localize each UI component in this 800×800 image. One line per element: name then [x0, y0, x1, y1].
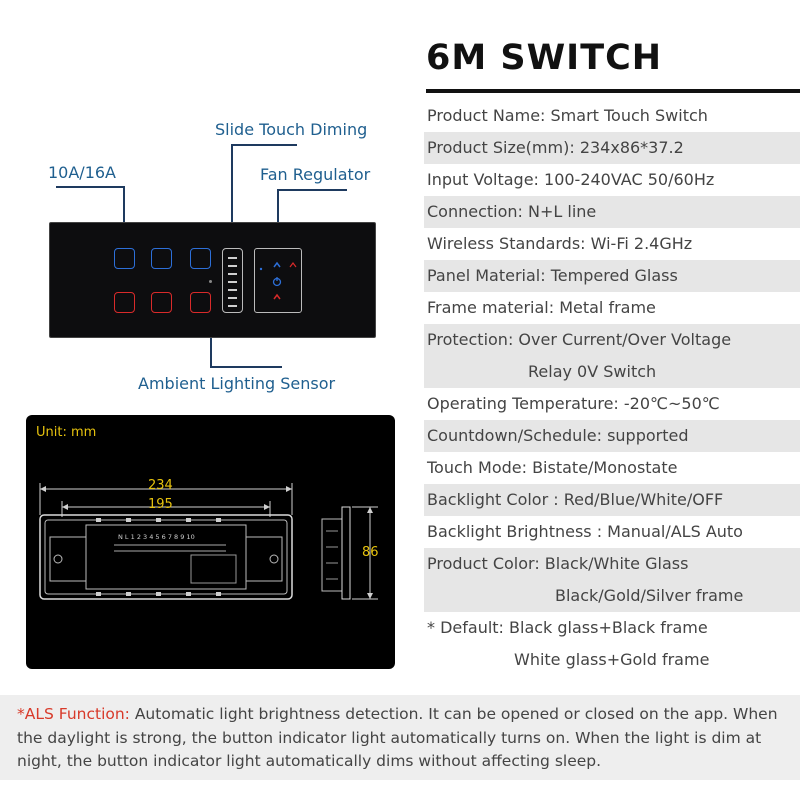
spec-row: Product Name: Smart Touch Switch: [427, 106, 708, 125]
page-title: 6M SWITCH: [426, 38, 663, 78]
slider-tick: [228, 273, 237, 275]
touch-key-1: [114, 248, 135, 269]
spec-row: White glass+Gold frame: [514, 650, 710, 669]
touch-key-5: [151, 292, 172, 313]
spec-row: Wireless Standards: Wi-Fi 2.4GHz: [427, 234, 693, 253]
touch-key-4: [114, 292, 135, 313]
spec-row: Connection: N+L line: [424, 196, 800, 228]
leader-slide-h: [231, 144, 297, 146]
terminal-labels: N L 1 2 3 4 5 6 7 8 9 10: [118, 533, 195, 541]
callout-current-rating: 10A/16A: [48, 163, 116, 182]
dimension-height: 86: [362, 545, 379, 560]
leader-current-v: [123, 186, 125, 248]
dimension-drawing: [26, 415, 395, 669]
dimension-width-inner: 195: [148, 497, 173, 512]
spec-row: Black/Gold/Silver frame: [424, 580, 800, 612]
ambient-sensor-dot: [209, 280, 212, 283]
dimension-diagram-svg: [39, 483, 378, 600]
spec-row: Countdown/Schedule: supported: [424, 420, 800, 452]
unit-label: Unit: mm: [36, 425, 97, 440]
slider-tick: [228, 289, 237, 291]
spec-row: Backlight Brightness : Manual/ALS Auto: [427, 522, 743, 541]
leader-current-h: [56, 186, 124, 188]
slider-tick: [228, 257, 237, 259]
touch-key-2: [151, 248, 172, 269]
switch-panel: [49, 222, 376, 338]
als-description: *ALS Function: Automatic light brightnes…: [17, 703, 792, 774]
leader-sensor-h: [210, 366, 282, 368]
fan-controls-icon: [259, 261, 297, 300]
spec-row: Backlight Color : Red/Blue/White/OFF: [424, 484, 800, 516]
als-text: Automatic light brightness detection. It…: [17, 705, 778, 770]
spec-row: Input Voltage: 100-240VAC 50/60Hz: [427, 170, 715, 189]
dimension-width-outer: 234: [148, 478, 173, 493]
spec-row: Panel Material: Tempered Glass: [424, 260, 800, 292]
spec-row: Operating Temperature: -20℃~50℃: [427, 394, 720, 413]
slider-tick: [228, 265, 237, 267]
leader-fan-h: [277, 189, 347, 191]
spec-row: Relay 0V Switch: [424, 356, 800, 388]
spec-row: Protection: Over Current/Over Voltage: [424, 324, 800, 356]
spec-row: Frame material: Metal frame: [427, 298, 656, 317]
fan-regulator-key: [254, 248, 302, 313]
leader-fan-v: [277, 189, 279, 248]
callout-slide-dimming: Slide Touch Diming: [215, 120, 368, 139]
footer-band: [0, 695, 800, 780]
callout-ambient-sensor: Ambient Lighting Sensor: [138, 374, 336, 393]
callout-fan-regulator: Fan Regulator: [260, 165, 371, 184]
spec-row: Product Size(mm): 234x86*37.2: [424, 132, 800, 164]
leader-slide-v: [231, 144, 233, 248]
als-label: *ALS Function:: [17, 705, 130, 723]
touch-key-6: [190, 292, 211, 313]
slider-tick: [228, 297, 237, 299]
spec-row: Touch Mode: Bistate/Monostate: [427, 458, 678, 477]
slider-tick: [228, 305, 237, 307]
slider-tick: [228, 281, 237, 283]
dimmer-slider: [222, 248, 243, 313]
spec-row: * Default: Black glass+Black frame: [427, 618, 708, 637]
touch-key-3: [190, 248, 211, 269]
spec-row: Product Color: Black/White Glass: [424, 548, 800, 580]
title-underline: [426, 89, 800, 93]
